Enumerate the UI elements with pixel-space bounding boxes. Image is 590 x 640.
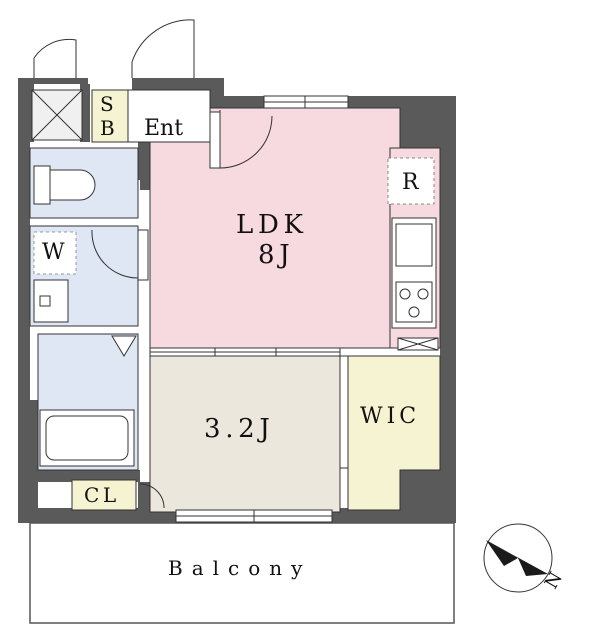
closet xyxy=(71,479,137,511)
sliding-doors xyxy=(137,111,349,469)
bedroom-size: 3.2J xyxy=(204,414,275,444)
ldk-size: 8J xyxy=(258,240,295,270)
wash-door-swing xyxy=(91,229,139,279)
compass xyxy=(483,523,553,593)
meter-box xyxy=(31,89,83,141)
entry-doors xyxy=(33,19,195,78)
kitchen-counter xyxy=(391,217,437,329)
entrance-area xyxy=(127,89,211,143)
closet-label: CL xyxy=(84,483,120,507)
wic-room xyxy=(347,355,441,511)
refrigerator-label: R xyxy=(402,170,423,195)
wash-label: W xyxy=(42,240,69,265)
shoe-box-label: SB xyxy=(100,92,115,140)
refrigerator-space xyxy=(387,157,435,205)
wash-label-box xyxy=(33,231,77,275)
entrance-label: Ent xyxy=(144,116,184,141)
ldk-label: LDK xyxy=(236,210,308,240)
toilet-fixture xyxy=(33,165,96,205)
windows xyxy=(175,95,349,523)
bathtub xyxy=(39,409,135,467)
ldk-door-swing xyxy=(219,110,273,169)
balcony-label: Balcony xyxy=(168,556,312,580)
closet-door-swing xyxy=(139,483,165,509)
bedroom-room xyxy=(149,355,341,513)
hood-box xyxy=(397,337,439,351)
bath-drain xyxy=(111,335,137,357)
ldk-room xyxy=(149,107,401,349)
wic-label: WIC xyxy=(360,404,421,429)
balcony-area xyxy=(29,522,455,624)
wash-basin xyxy=(33,279,69,323)
